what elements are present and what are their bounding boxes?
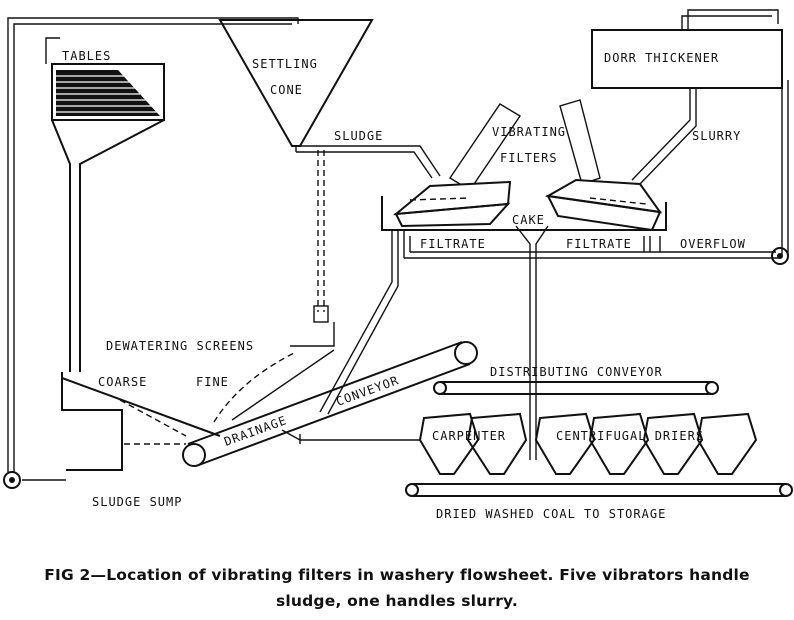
overflow-label: OVERFLOW [680,237,746,251]
dewatering-screens-label: DEWATERING SCREENS [106,339,254,353]
vibrating-filter-right [544,99,663,232]
settling-cone-label-2: CONE [270,83,303,97]
carpenter-label: CARPENTER [432,429,506,443]
filtrate-return-pipes [319,230,399,415]
distributing-conveyor-label: DISTRIBUTING CONVEYOR [490,365,663,379]
dewatering-screens-leaders [213,322,335,423]
vibrating-filters-label-1: VIBRATING [492,125,566,139]
dried-washed-coal-label: DRIED WASHED COAL TO STORAGE [436,507,666,521]
filter-trough [381,196,780,460]
sludge-sump-pump-icon [3,471,21,489]
caption-line-1: FIG 2—Location of vibrating filters in w… [44,566,750,584]
tables-to-top-pipe [45,37,60,64]
overflow-pump-icon [771,247,789,265]
sludge-pipe [296,145,441,179]
settling-cone-label-1: SETTLING [252,57,318,71]
sludge-sump-label: SLUDGE SUMP [92,495,182,509]
vibrating-filters-label-2: FILTERS [500,151,558,165]
filtrate-right-label: FILTRATE [566,237,632,251]
cake-label: CAKE [512,213,545,227]
centrifugal-driers-label: CENTRIFUGAL DRIERS [556,429,704,443]
drainage-conveyor [182,341,478,467]
figure-caption: FIG 2—Location of vibrating filters in w… [0,562,794,614]
dorr-thickener [591,9,789,256]
conveyor-label: CONVEYOR [334,373,401,409]
washery-flowsheet-diagram: TABLES SETTLING CONE SLUDGE DORR THICKEN… [3,9,793,521]
dorr-thickener-label: DORR THICKENER [604,51,719,65]
storage-conveyor [405,483,793,497]
slurry-label: SLURRY [692,129,741,143]
tables-unit [51,63,165,372]
filtrate-left-label: FILTRATE [420,237,486,251]
fine-label: FINE [196,375,229,389]
sludge-label: SLUDGE [334,129,383,143]
tables-label: TABLES [62,49,111,63]
centrifugal-driers [418,412,758,475]
distributing-conveyor [433,381,719,395]
sludge-sump [61,372,221,471]
coarse-label: COARSE [98,375,147,389]
vibrating-filter-left [392,103,521,228]
caption-line-2: sludge, one handles slurry. [275,592,519,610]
